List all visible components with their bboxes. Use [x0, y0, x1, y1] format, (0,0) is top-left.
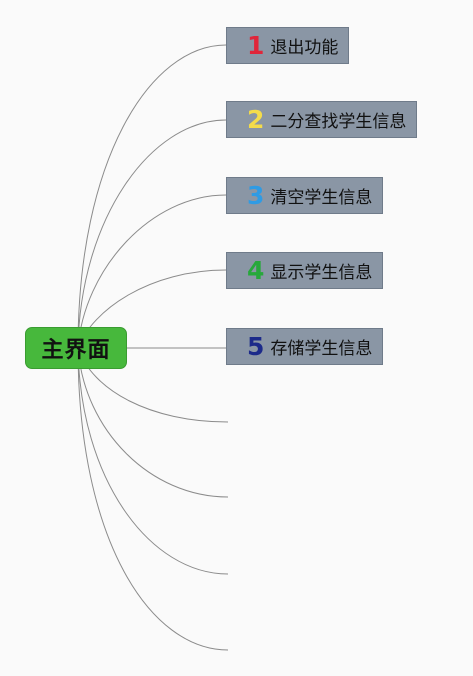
connector-branch-9 — [77, 347, 229, 651]
topic-store-info[interactable]: 5 存储学生信息 — [226, 328, 384, 365]
topic-label: 显示学生信息 — [270, 263, 373, 283]
topic-number-5: 5 — [247, 332, 265, 361]
connector-branch-1 — [77, 44, 227, 349]
topic-label: 清空学生信息 — [270, 188, 373, 208]
topic-number-3: 3 — [247, 181, 265, 210]
topic-binary-search[interactable]: 2 二分查找学生信息 — [226, 101, 418, 138]
topic-label: 存储学生信息 — [270, 339, 373, 359]
topic-clear-info[interactable]: 3 清空学生信息 — [226, 177, 384, 214]
topic-label: 退出功能 — [270, 38, 339, 58]
connector-branch-2 — [77, 119, 227, 349]
root-label: 主界面 — [41, 338, 111, 363]
topic-number-1: 1 — [247, 31, 265, 60]
topic-exit-function[interactable]: 1 退出功能 — [226, 27, 350, 64]
connector-branch-3 — [77, 194, 227, 349]
topic-number-2: 2 — [247, 105, 265, 134]
connector-branch-8 — [77, 347, 229, 575]
connector-branch-7 — [77, 347, 229, 498]
topic-display-info[interactable]: 4 显示学生信息 — [226, 252, 384, 289]
topic-label: 二分查找学生信息 — [270, 112, 407, 132]
topic-number-4: 4 — [247, 256, 265, 285]
root-node[interactable]: 主界面 — [25, 327, 127, 369]
